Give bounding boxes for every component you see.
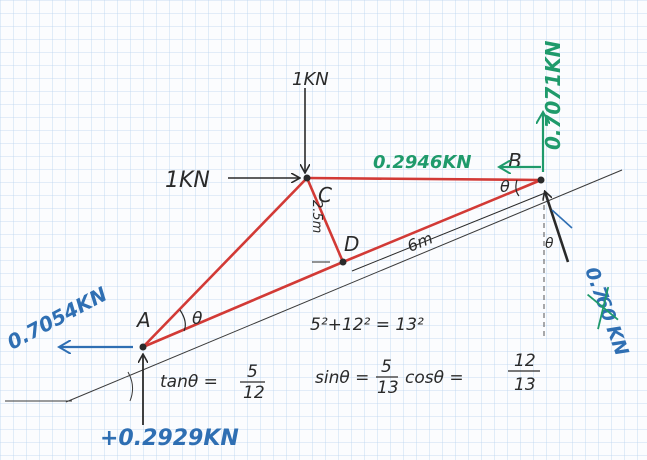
force-by-label: 0.7071KN (541, 40, 565, 150)
joint-d (339, 258, 347, 266)
force-bx-label: 0.2946KN (373, 152, 471, 173)
cross-out-mark-b (551, 209, 573, 229)
sin-lhs: sinθ = (315, 368, 369, 388)
node-label-b: B (508, 149, 522, 173)
dim-line-db (351, 192, 546, 272)
cos-num: 12 (514, 351, 536, 371)
load-top-label: 1KN (292, 69, 329, 90)
member-db (341, 178, 543, 264)
joint-b (537, 176, 545, 184)
force-ay-label: +0.2929KN (100, 426, 239, 451)
member-cd (305, 176, 345, 264)
member-cb (305, 176, 543, 182)
angle-arc-a (179, 309, 186, 332)
incline-line (65, 169, 623, 403)
load-left-label: 1KN (165, 168, 210, 193)
member-ad (141, 260, 345, 349)
joint-a (139, 343, 147, 351)
dim-label-cd: 2.5m (309, 200, 324, 233)
tan-lhs: tanθ = (160, 372, 218, 392)
equations: tanθ = 5 12 5²+12² = 13² sinθ = 5 13 cos… (160, 315, 540, 403)
node-label-a: A (135, 308, 151, 332)
sin-den: 13 (377, 378, 399, 398)
node-label-c: C (318, 183, 332, 207)
pythagorean-equation: 5²+12² = 13² (310, 315, 424, 335)
incline-angle-arc (127, 371, 134, 402)
member-ac (141, 176, 309, 349)
cos-lhs: cosθ = (405, 368, 464, 388)
angle-label-right-b: θ (545, 236, 554, 252)
truss-members (141, 176, 543, 349)
cos-den: 13 (514, 375, 536, 395)
tan-num: 5 (247, 362, 258, 382)
force-bn-arrow (545, 192, 570, 263)
strike-line-2 (586, 293, 619, 321)
angle-label-b: θ (500, 177, 510, 196)
node-label-d: D (344, 232, 359, 256)
angle-arc-b (515, 179, 520, 197)
tan-den: 12 (243, 383, 265, 403)
angle-label-a: θ (192, 309, 203, 329)
sin-num: 5 (381, 357, 392, 377)
joint-c (303, 174, 311, 182)
